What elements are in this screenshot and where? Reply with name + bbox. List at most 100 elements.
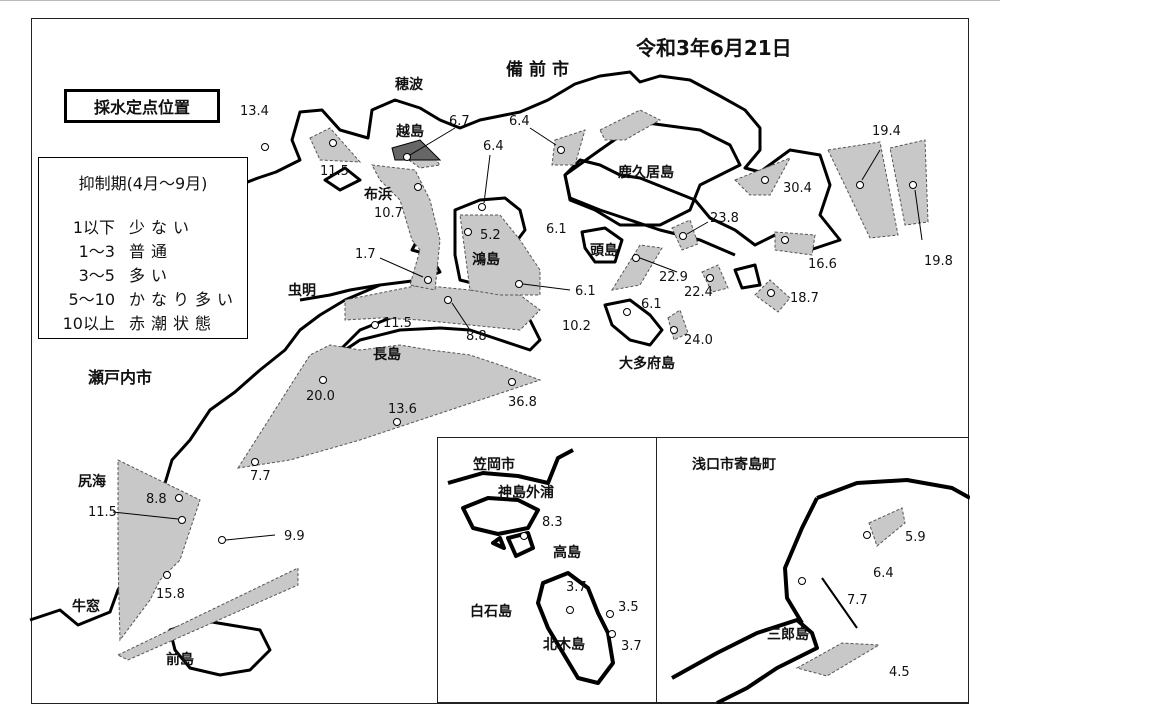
legend-row: 1以下少ない [72,218,196,237]
inlet-1 [323,166,362,192]
value-label: 24.0 [684,333,713,348]
value-label: 19.8 [924,254,953,269]
zone-19-4 [827,141,899,239]
inset-asakuchi-svg [671,478,970,704]
place-saburo: 三郎島 [767,627,809,643]
ootabu-coast [603,298,664,347]
zone-ushimado [117,459,201,642]
place-kitagi: 北木島 [543,637,585,653]
sample-point [178,516,186,524]
sample-point [329,139,337,147]
zone-nagashima-south [236,344,542,469]
value-label: 22.9 [659,270,688,285]
value-label: 9.9 [284,529,305,544]
map-frame [31,18,969,704]
zone-kakui-north [599,109,662,141]
sample-point [163,571,171,579]
sample-point [606,610,614,618]
atamajima-coast [580,226,624,264]
value-label: 4.5 [889,665,910,680]
setouchi-coast [29,233,442,627]
place-kakui: 鹿久居島 [618,165,674,181]
place-hobe: 穂波 [395,77,423,93]
value-label: 8.8 [146,492,167,507]
value-label: 6.4 [873,566,894,581]
mushiake-coast [299,283,381,302]
sample-point [251,458,259,466]
sample-point [218,536,226,544]
place-mushiake: 虫明 [288,283,316,299]
zone-nunohama [371,164,441,291]
sample-point [781,236,789,244]
place-atamajima: 頭島 [590,243,618,259]
value-label: 30.4 [783,181,812,196]
sample-point [261,143,269,151]
sample-point [670,326,678,334]
place-shiriumi: 尻海 [78,474,106,490]
sample-point [557,146,565,154]
zone-22-4 [701,264,729,293]
value-label: 13.6 [388,402,417,417]
top-rule [0,0,1000,1]
value-label: 5.2 [480,228,501,243]
value-label: 15.8 [156,587,185,602]
sample-point [414,183,422,191]
place-takashima: 高島 [553,545,581,561]
zone-19-8 [889,139,929,226]
value-label: 11.5 [320,164,349,179]
value-label: 8.3 [542,515,563,530]
zone-22-9 [610,244,663,291]
legend-heading: 抑制期(4月〜9月) [78,174,208,193]
sample-point [175,494,183,502]
sample-point [767,289,775,297]
sample-point [706,274,714,282]
value-label: 10.2 [562,319,591,334]
sample-point [478,203,486,211]
place-setouchi: 瀬戸内市 [88,368,153,387]
place-shiraishi: 白石島 [470,604,512,620]
sample-point [508,378,516,386]
place-maejima: 前島 [166,652,194,668]
value-label: 11.5 [88,505,117,520]
place-kamojima: 鴻島 [472,252,500,268]
inlet-2 [733,263,762,290]
sample-point [403,153,411,161]
place-kounoshima: 神島外浦 [498,485,554,501]
value-label: 16.6 [808,257,837,272]
zone-30 [734,157,792,196]
sample-point [520,532,528,540]
value-label: 6.4 [509,114,530,129]
value-label: 3.7 [621,639,642,654]
value-label: 6.1 [641,297,662,312]
place-koshijima: 越島 [396,124,424,140]
place-ushimado: 牛窓 [72,599,100,615]
sample-point [679,232,687,240]
value-label: 18.7 [790,291,819,306]
value-label: 1.7 [355,247,376,262]
value-label: 6.4 [483,139,504,154]
sample-point [608,630,616,638]
value-label: 8.8 [466,329,487,344]
survey-date: 令和3年6月21日 [636,36,792,60]
value-label: 13.4 [240,104,269,119]
koshijima-hatch [391,139,442,161]
place-nunohama: 布浜 [364,187,392,203]
zone-asakuchi-2 [795,642,881,677]
zone-asakuchi-1 [868,507,906,547]
sample-point [464,228,472,236]
place-bizen: 備前市 [506,60,575,80]
value-label: 22.4 [684,285,713,300]
mainland-coast [231,70,842,257]
value-label: 36.8 [508,395,537,410]
sample-point [319,376,327,384]
sample-point [863,531,871,539]
sample-point [371,321,379,329]
value-label: 7.7 [250,469,271,484]
value-label: 20.0 [306,389,335,404]
value-label: 10.7 [374,206,403,221]
sample-point [798,577,806,585]
map-heading-box: 採水定点位置 [64,89,220,123]
maejima-coast [168,618,272,677]
